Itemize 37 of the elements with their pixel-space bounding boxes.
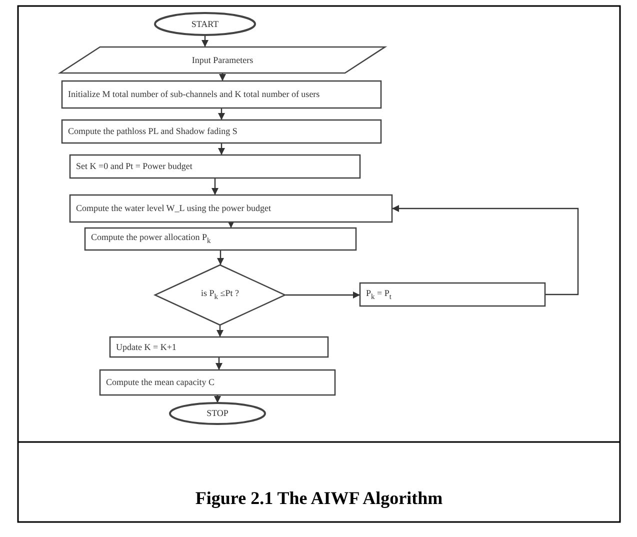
arrow [216, 325, 224, 337]
input-parallelogram [60, 47, 385, 73]
process-box [100, 370, 335, 395]
arrow [218, 73, 226, 81]
step-text: Compute the mean capacity C [105, 377, 216, 388]
process-box [62, 120, 381, 143]
terminal-ellipse [170, 403, 265, 424]
step-text: Compute the power allocation P$_{k}$ [90, 232, 212, 246]
step-text: START [190, 18, 220, 30]
step-text: Update K = K+1 [115, 342, 178, 352]
arrow [211, 178, 219, 195]
step-text: STOP [206, 408, 230, 419]
arrow [216, 250, 224, 265]
step-text: Input Parameters [190, 54, 254, 66]
arrow [201, 35, 209, 47]
process-box [85, 228, 356, 250]
figure-caption: Figure 2.1 The AIWF Algorithm [194, 488, 444, 509]
arrow [218, 108, 226, 120]
condition-text: is P$_{k}$ ≤Pt ? [200, 288, 240, 302]
process-box [62, 81, 381, 108]
arrow [215, 357, 223, 370]
arrow [285, 291, 360, 299]
arrow [218, 143, 226, 155]
arrow [392, 204, 579, 296]
step-text: Compute the water level W_L using the power budget [75, 203, 272, 214]
step-text: Initialize M total number of sub-channels and K total number of users [67, 89, 321, 100]
process-box [110, 337, 328, 357]
process-box [70, 195, 392, 222]
terminal-ellipse [155, 13, 255, 35]
arrow [227, 220, 235, 228]
step-text: P$_{k}$ = P$_{t}$ [365, 288, 392, 302]
process-box [360, 283, 545, 306]
arrow [214, 395, 222, 403]
decision-diamond [155, 265, 285, 325]
step-text: Set K =0 and Pt = Power budget [75, 161, 194, 172]
step-text: Compute the pathloss PL and Shadow fading S [67, 126, 238, 137]
process-box [70, 155, 360, 178]
